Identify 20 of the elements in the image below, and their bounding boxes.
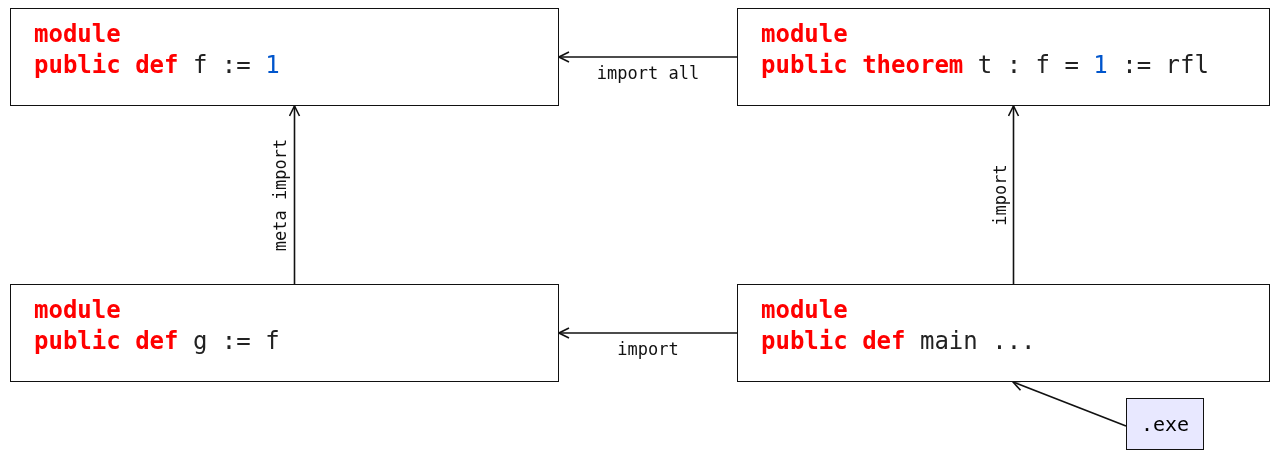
arrow	[288, 105, 301, 285]
module-box	[10, 8, 559, 106]
module-keyword: module	[761, 19, 849, 50]
edge-label: import	[615, 339, 681, 359]
arrow	[1007, 105, 1020, 285]
code-line: public def main ...	[761, 326, 1037, 357]
arrow	[558, 327, 738, 339]
arrow	[558, 51, 738, 63]
file-box	[1126, 398, 1204, 450]
code-line: public def g := f	[34, 326, 281, 357]
module-box	[10, 284, 559, 382]
module-box	[737, 8, 1270, 106]
module-box	[737, 284, 1270, 382]
module-keyword: module	[761, 295, 849, 326]
module-keyword: module	[34, 19, 122, 50]
arrow	[1012, 380, 1127, 427]
file-label: .exe	[1140, 412, 1190, 436]
module-keyword: module	[34, 295, 122, 326]
code-line: public theorem t : f = 1 := rfl	[761, 50, 1210, 81]
code-line: public def f := 1	[34, 50, 281, 81]
